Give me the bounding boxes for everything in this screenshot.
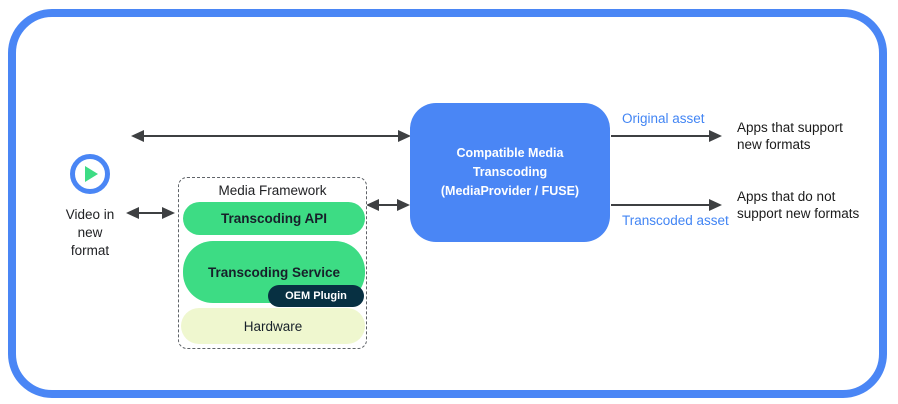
play-triangle-icon — [85, 166, 98, 182]
video-source-label: Video in new format — [65, 207, 115, 258]
transcoded-asset-label: Transcoded asset — [622, 213, 729, 228]
transcoding-api-node: Transcoding API — [183, 202, 365, 235]
apps-support-new-formats-label: Apps that support new formats — [737, 120, 843, 152]
compatible-media-transcoding-node: Compatible Media Transcoding (MediaProvi… — [410, 103, 610, 242]
arrow-framework-transcoding — [366, 199, 410, 211]
arrow-transcoded-asset — [611, 199, 722, 211]
hardware-node: Hardware — [181, 308, 365, 344]
oem-plugin-node: OEM Plugin — [268, 285, 364, 307]
arrow-original-asset — [611, 130, 722, 142]
diagram-border — [8, 9, 887, 398]
apps-not-support-new-formats-label: Apps that do not support new formats — [737, 189, 860, 221]
media-framework-title: Media Framework — [218, 183, 327, 198]
arrow-video-framework — [126, 207, 175, 219]
arrow-video-transcoding — [131, 130, 411, 142]
play-icon — [70, 154, 110, 194]
original-asset-label: Original asset — [622, 111, 705, 126]
